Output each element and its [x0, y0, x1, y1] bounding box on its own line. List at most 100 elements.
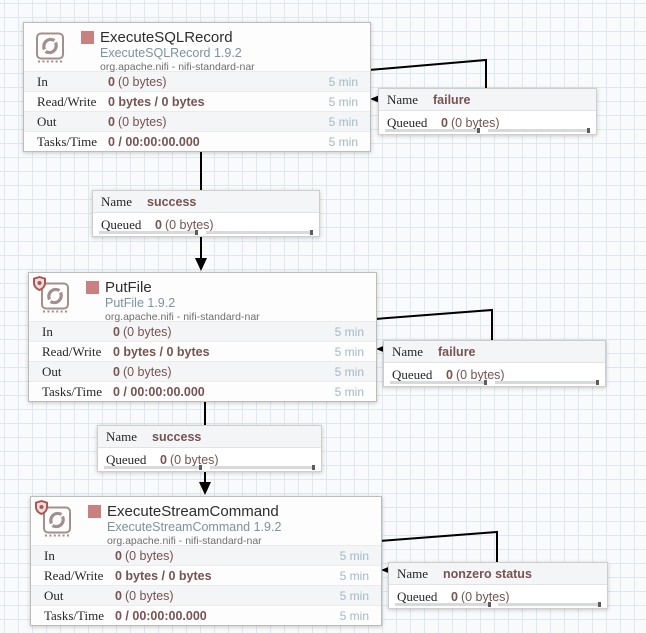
stat-time: 5 min — [334, 384, 364, 399]
stat-time: 5 min — [328, 74, 358, 89]
connection-label-success-2[interactable]: Name success Queued 0(0 bytes) — [97, 425, 322, 472]
stat-value: 0 bytes / 0 bytes — [113, 344, 210, 359]
connection-name-row: Name failure — [384, 341, 605, 363]
queued-value: 0(0 bytes) — [451, 589, 510, 604]
queued-key: Queued — [387, 114, 428, 130]
name-key: Name — [387, 91, 419, 107]
stat-value: 0 / 00:00:00.000 — [108, 134, 200, 149]
connection-name: success — [152, 429, 202, 444]
stat-value: 0 bytes / 0 bytes — [108, 94, 205, 109]
processor-bundle: org.apache.nifi - nifi-standard-nar — [107, 534, 262, 547]
processor-stamp-icon — [35, 500, 74, 538]
stat-label: Tasks/Time — [37, 133, 98, 149]
queue-size-bar — [498, 602, 601, 607]
name-key: Name — [392, 343, 424, 359]
stat-row-taskstime: Tasks/Time 0 / 00:00:00.000 5 min — [29, 381, 376, 401]
stopped-indicator-icon — [88, 505, 101, 518]
processor-name: PutFile — [105, 279, 152, 296]
processor-header: PutFile PutFile 1.9.2 org.apache.nifi - … — [29, 273, 376, 323]
connection-path-failure-2 — [374, 308, 493, 341]
processor-executestreamcommand[interactable]: ExecuteStreamCommand ExecuteStreamComman… — [30, 496, 382, 626]
stat-value: 0 / 00:00:00.000 — [113, 384, 205, 399]
name-key: Name — [397, 565, 429, 581]
processor-stamp-icon — [33, 276, 72, 314]
processor-stamp-icon — [33, 30, 67, 64]
connection-name-row: Name success — [98, 426, 321, 448]
stat-label: Tasks/Time — [44, 607, 105, 623]
connection-label-success-1[interactable]: Name success Queued 0(0 bytes) — [92, 190, 320, 237]
connection-name-row: Name success — [93, 191, 319, 213]
processor-executesqlrecord[interactable]: ExecuteSQLRecord ExecuteSQLRecord 1.9.2 … — [23, 22, 371, 152]
stat-time: 5 min — [328, 94, 358, 109]
connection-label-nonzero-status[interactable]: Name nonzero status Queued 0(0 bytes) — [388, 562, 608, 609]
queued-key: Queued — [101, 216, 142, 232]
connection-queued-row: Queued 0(0 bytes) — [93, 213, 319, 236]
stat-time: 5 min — [334, 364, 364, 379]
processor-version: ExecuteSQLRecord 1.9.2 — [100, 46, 242, 61]
stat-row-in: In 0(0 bytes) 5 min — [29, 321, 376, 341]
stat-value: 0(0 bytes) — [108, 74, 167, 89]
stat-time: 5 min — [328, 114, 358, 129]
processor-name: ExecuteSQLRecord — [100, 29, 233, 46]
stat-time: 5 min — [334, 344, 364, 359]
connection-path-nonzero-status — [379, 530, 498, 563]
stat-value: 0 / 00:00:00.000 — [115, 608, 207, 623]
stat-value: 0(0 bytes) — [113, 364, 172, 379]
connection-name-row: Name failure — [379, 89, 596, 111]
queue-size-bar — [494, 380, 599, 385]
stat-time: 5 min — [334, 324, 364, 339]
queued-value: 0(0 bytes) — [446, 367, 505, 382]
processor-header: ExecuteStreamCommand ExecuteStreamComman… — [31, 497, 381, 547]
stat-row-taskstime: Tasks/Time 0 / 00:00:00.000 5 min — [31, 605, 381, 625]
connection-queued-row: Queued 0(0 bytes) — [98, 448, 321, 471]
stat-value: 0(0 bytes) — [113, 324, 172, 339]
stat-time: 5 min — [328, 134, 358, 149]
stat-label: Out — [44, 587, 64, 603]
stat-row-out: Out 0(0 bytes) 5 min — [29, 361, 376, 381]
stat-value: 0 bytes / 0 bytes — [115, 568, 212, 583]
stat-time: 5 min — [339, 588, 369, 603]
stat-row-in: In 0(0 bytes) 5 min — [24, 71, 370, 91]
arrowhead-success-1 — [195, 258, 207, 271]
stat-row-readwrite: Read/Write 0 bytes / 0 bytes 5 min — [24, 91, 370, 111]
restricted-shield-icon — [35, 500, 48, 515]
stat-value: 0(0 bytes) — [108, 114, 167, 129]
queue-count-bar — [104, 465, 203, 470]
stat-row-out: Out 0(0 bytes) 5 min — [24, 111, 370, 131]
queued-value: 0(0 bytes) — [160, 452, 219, 467]
processor-bundle: org.apache.nifi - nifi-standard-nar — [105, 310, 260, 323]
stat-time: 5 min — [339, 608, 369, 623]
connection-label-failure-2[interactable]: Name failure Queued 0(0 bytes) — [383, 340, 606, 387]
stat-time: 5 min — [339, 568, 369, 583]
restricted-shield-icon — [33, 276, 46, 291]
stat-row-out: Out 0(0 bytes) 5 min — [31, 585, 381, 605]
processor-putfile[interactable]: PutFile PutFile 1.9.2 org.apache.nifi - … — [28, 272, 377, 402]
queue-count-bar — [99, 230, 199, 235]
stat-label: In — [44, 547, 55, 563]
stat-label: Out — [42, 363, 62, 379]
connection-label-failure-1[interactable]: Name failure Queued 0(0 bytes) — [378, 88, 597, 135]
processor-bundle: org.apache.nifi - nifi-standard-nar — [100, 60, 255, 73]
connection-name: failure — [433, 92, 471, 107]
stat-label: Read/Write — [42, 343, 102, 359]
stat-row-readwrite: Read/Write 0 bytes / 0 bytes 5 min — [29, 341, 376, 361]
processor-version: PutFile 1.9.2 — [105, 296, 176, 311]
connection-queued-row: Queued 0(0 bytes) — [384, 363, 605, 386]
stopped-indicator-icon — [81, 31, 94, 44]
connection-name: failure — [438, 344, 476, 359]
connection-name: nonzero status — [443, 566, 532, 581]
connection-queued-row: Queued 0(0 bytes) — [379, 111, 596, 134]
arrowhead-success-2 — [199, 482, 211, 495]
stat-label: Read/Write — [37, 93, 97, 109]
stopped-indicator-icon — [86, 281, 99, 294]
queue-count-bar — [385, 128, 481, 133]
stat-label: In — [42, 323, 53, 339]
name-key: Name — [106, 428, 138, 444]
stat-label: Tasks/Time — [42, 383, 103, 399]
connection-name-row: Name nonzero status — [389, 563, 607, 585]
name-key: Name — [101, 193, 133, 209]
stat-row-readwrite: Read/Write 0 bytes / 0 bytes 5 min — [31, 565, 381, 585]
queued-key: Queued — [397, 588, 438, 604]
stat-value: 0(0 bytes) — [115, 548, 174, 563]
